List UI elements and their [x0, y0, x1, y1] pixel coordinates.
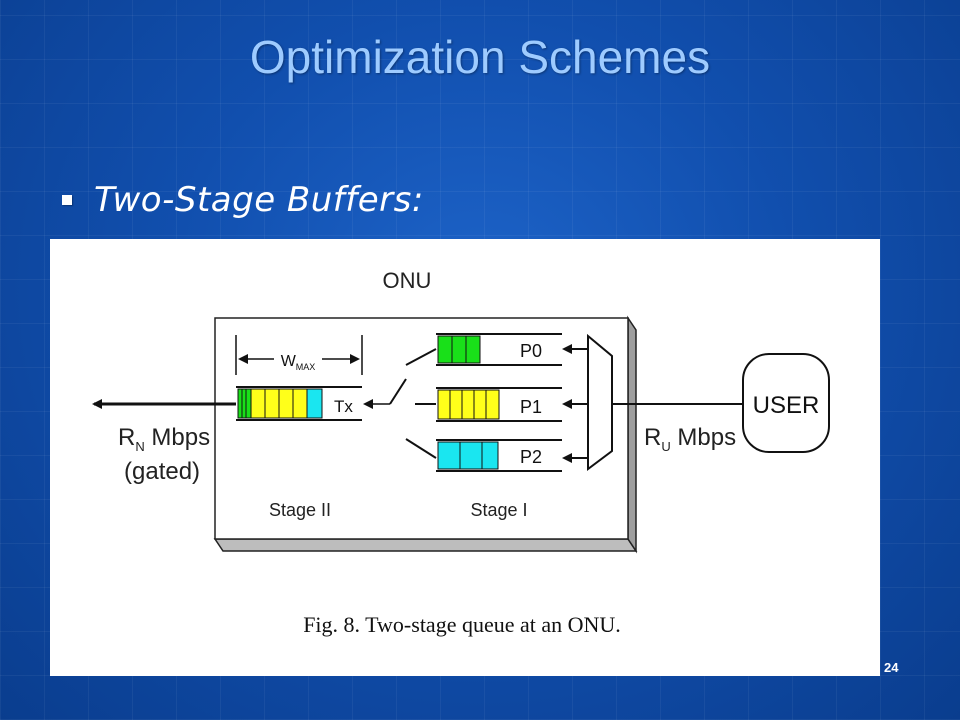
rn-label-sub: N	[135, 439, 144, 454]
stage1-label: Stage I	[470, 500, 527, 520]
bullet-item: Two-Stage Buffers:	[62, 180, 424, 220]
figure-caption: Fig. 8. Two-stage queue at an ONU.	[303, 612, 621, 637]
onu-label: ONU	[383, 268, 432, 293]
rn-label-rest: Mbps	[145, 424, 210, 451]
rn-label-main: R	[118, 424, 135, 451]
rn-label: RN Mbps	[118, 424, 210, 454]
tx-label: Tx	[334, 397, 353, 416]
queue-p2-label: P2	[520, 447, 542, 467]
queue-p2: P2	[436, 439, 562, 472]
bullet-text: Two-Stage Buffers:	[94, 180, 424, 220]
ru-label-main: R	[644, 424, 661, 451]
queue-p0-label: P0	[520, 341, 542, 361]
ru-label-rest: Mbps	[671, 424, 736, 451]
queue-p0: P0	[436, 333, 562, 366]
user-label: USER	[753, 392, 820, 419]
two-stage-queue-diagram: ONU WMAX Tx RN Mbps (gated)	[92, 268, 830, 637]
bullet-square-icon	[62, 195, 72, 205]
switch-line-p0	[405, 348, 437, 366]
rn-gated-label: (gated)	[124, 458, 200, 485]
ru-label-sub: U	[661, 439, 670, 454]
queue-p1-label: P1	[520, 397, 542, 417]
wmax-label: WMAX	[281, 353, 316, 372]
switch-lever	[389, 378, 407, 405]
onu-box-bottom-face	[213, 538, 638, 552]
wmax-label-sub: MAX	[296, 362, 316, 372]
stage2-label: Stage II	[269, 500, 331, 520]
onu-box-side-face	[627, 315, 637, 554]
user-box	[742, 353, 830, 453]
slide-title: Optimization Schemes	[249, 31, 711, 83]
diagram-figure: ONU WMAX Tx RN Mbps (gated)	[50, 239, 880, 676]
classifier-demux	[587, 333, 613, 471]
queue-p1: P1	[436, 387, 562, 422]
switch-line-p2	[405, 438, 437, 459]
page-number: 24	[884, 660, 899, 675]
stage2-packets	[237, 388, 323, 419]
onu-box	[214, 317, 629, 540]
wmax-label-main: W	[281, 353, 297, 370]
ru-label: RU Mbps	[644, 424, 736, 454]
